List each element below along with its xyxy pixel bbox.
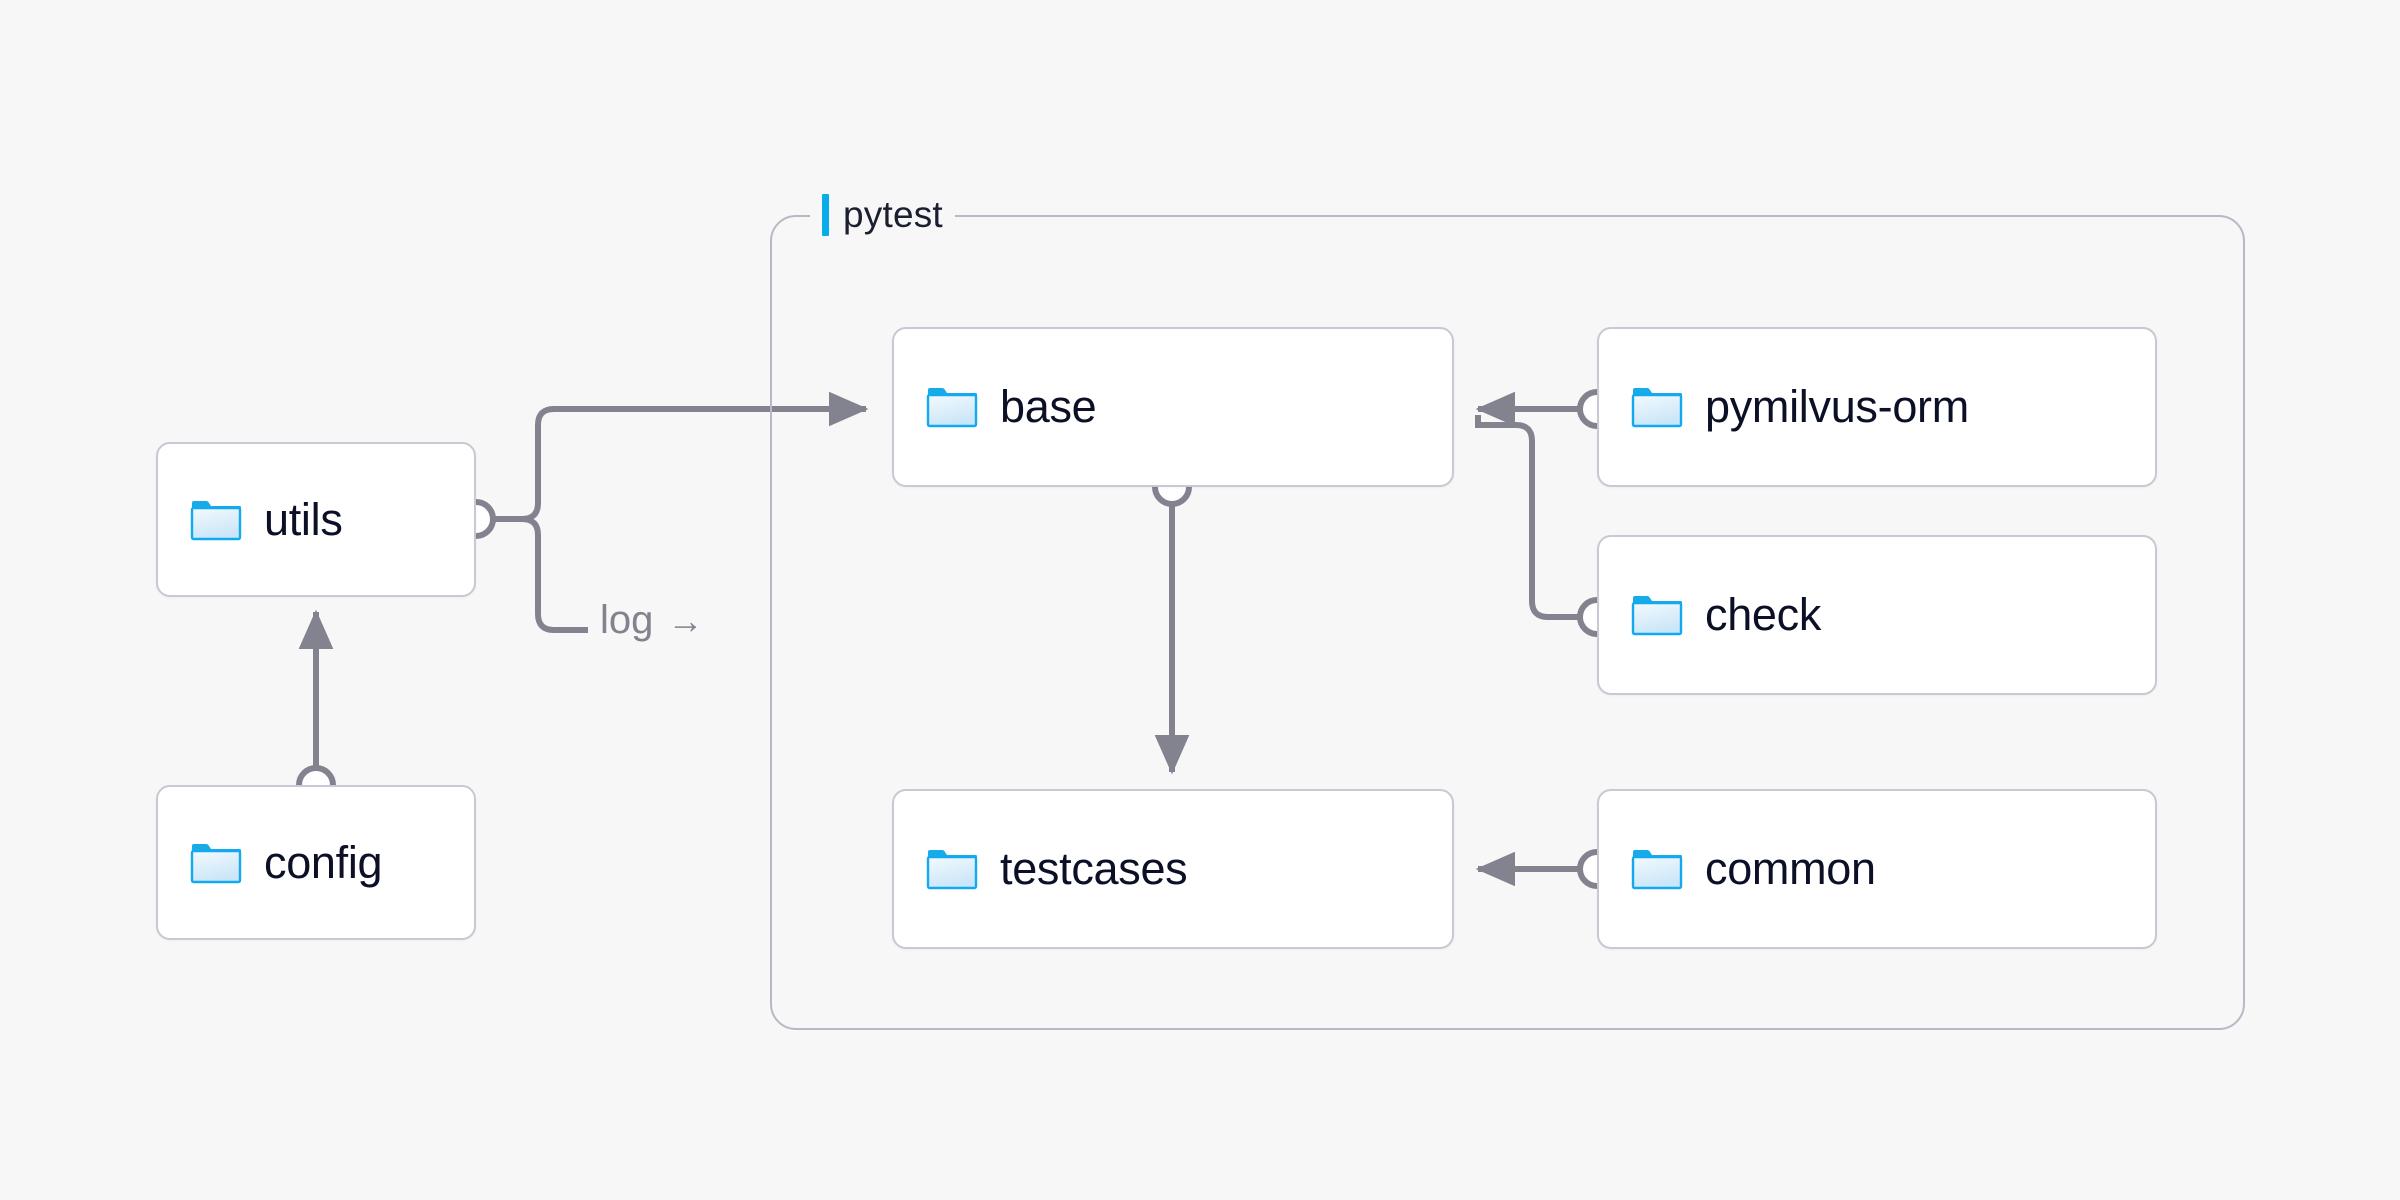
node-pymilvus-orm[interactable]: pymilvus-orm [1597, 327, 2157, 487]
node-check-label: check [1705, 589, 1822, 640]
folder-icon [926, 850, 978, 890]
folder-icon [1631, 388, 1683, 428]
node-check[interactable]: check [1597, 535, 2157, 695]
node-testcases[interactable]: testcases [892, 789, 1454, 949]
group-pytest-label-text: pytest [843, 194, 943, 235]
node-config-label: config [264, 836, 383, 888]
accent-bar-icon [822, 194, 829, 236]
edge-utils-to-log [493, 516, 588, 633]
folder-icon [926, 388, 978, 428]
node-testcases-label: testcases [1000, 843, 1188, 894]
node-common[interactable]: common [1597, 789, 2157, 949]
edge-label-log-text: log [600, 598, 654, 642]
folder-icon [190, 500, 242, 540]
arrow-right-icon: → [667, 599, 704, 641]
folder-icon [190, 843, 242, 883]
node-utils-label: utils [264, 493, 343, 545]
node-common-label: common [1705, 843, 1876, 894]
node-base-label: base [1000, 381, 1097, 432]
node-base[interactable]: base [892, 327, 1454, 487]
group-pytest[interactable] [770, 215, 2245, 1030]
folder-icon [1631, 850, 1683, 890]
node-config[interactable]: config [156, 785, 476, 940]
group-pytest-label: pytest [810, 192, 955, 238]
node-pymilvus-orm-label: pymilvus-orm [1705, 381, 1969, 432]
edge-label-log: log → [600, 598, 703, 643]
node-utils[interactable]: utils [156, 442, 476, 597]
edge-config-to-utils [296, 609, 336, 805]
folder-icon [1631, 596, 1683, 636]
